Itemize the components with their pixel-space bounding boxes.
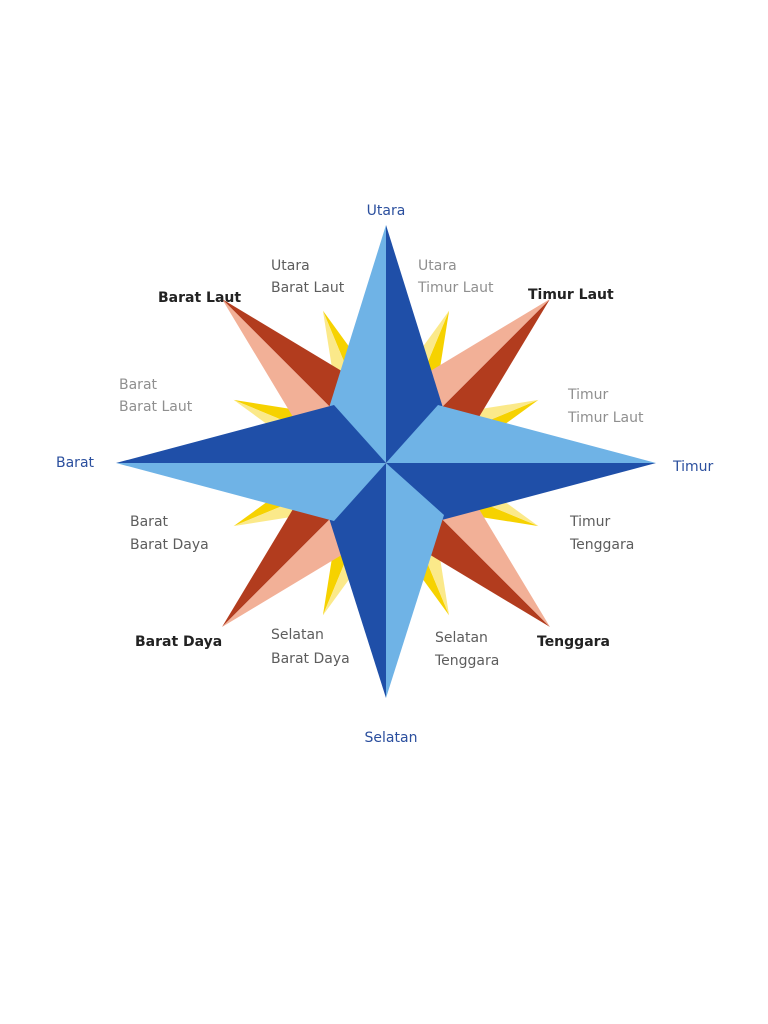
label-ssw-line1: Selatan [271, 627, 324, 643]
label-nnw-line1: Utara [271, 258, 310, 274]
label-wnw-line2: Barat Laut [119, 399, 193, 415]
point-ene-light-half [386, 399, 539, 463]
point-wnw-dark-half [233, 399, 386, 463]
point-east-dark-half [386, 463, 656, 521]
point-west-light-half [116, 463, 386, 521]
point-east-light-half [386, 405, 656, 463]
label-wnw-line1: Barat [119, 377, 158, 393]
point-north-light-half [328, 225, 386, 463]
label-west: Barat [56, 455, 95, 471]
label-wsw-line1: Barat [130, 514, 169, 530]
label-nne-line1: Utara [418, 258, 457, 274]
label-wsw-line2: Barat Daya [130, 537, 209, 553]
label-ene-line2: Timur Laut [567, 410, 644, 426]
label-nnw-line2: Barat Laut [271, 280, 345, 296]
cardinal-points-layer [116, 225, 656, 698]
label-ese-line1: Timur [569, 514, 611, 530]
label-north: Utara [367, 203, 406, 219]
label-southeast: Tenggara [537, 634, 610, 650]
point-wsw-light-half [233, 463, 386, 527]
label-northeast: Timur Laut [528, 287, 614, 303]
label-southwest: Barat Daya [135, 634, 222, 650]
point-north-dark-half [386, 225, 444, 463]
point-nne-dark-half [386, 310, 450, 463]
point-west-dark-half [116, 405, 386, 463]
point-south-dark-half [328, 463, 386, 698]
label-northwest: Barat Laut [158, 290, 241, 306]
label-ese-line2: Tenggara [569, 537, 634, 553]
label-south: Selatan [365, 730, 418, 746]
label-sse-line1: Selatan [435, 630, 488, 646]
label-ssw-line2: Barat Daya [271, 651, 350, 667]
label-sse-line2: Tenggara [434, 653, 499, 669]
point-south-light-half [386, 463, 444, 698]
label-ene-line1: Timur [567, 387, 609, 403]
label-nne-line2: Timur Laut [417, 280, 494, 296]
label-east: Timur [672, 459, 714, 475]
point-nnw-light-half [322, 310, 386, 463]
